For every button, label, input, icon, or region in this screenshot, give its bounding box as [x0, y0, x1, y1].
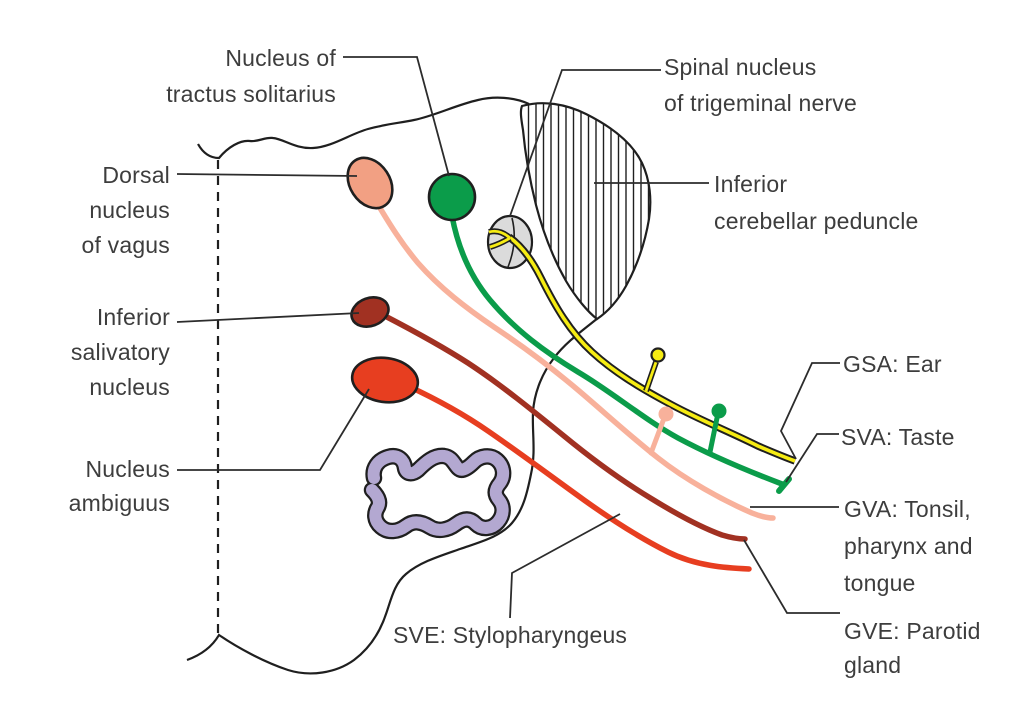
- gsa-nerve-line: [507, 235, 796, 463]
- label-line: GVA: Tonsil,: [844, 496, 971, 522]
- label-spinal-nucleus-trigeminal: Spinal nucleus of trigeminal nerve: [664, 49, 857, 121]
- spinal-nucleus-leader: [509, 69, 661, 217]
- inferior-cerebellar-peduncle-shape: [519, 102, 652, 321]
- label-sve-stylopharyngeus: SVE: Stylopharyngeus: [393, 622, 628, 648]
- sva-leader: [785, 433, 839, 483]
- label-nucleus-tractus-solitarius: Nucleus of tractus solitarius: [166, 40, 336, 112]
- label-line: of trigeminal nerve: [664, 90, 857, 116]
- sva-ganglion: [711, 403, 727, 419]
- inferior-olivary-nucleus-outline: [363, 447, 512, 540]
- label-line: of vagus: [81, 232, 170, 258]
- label-line: Inferior: [96, 304, 170, 330]
- nucleus-tractus-solitarius-leader: [343, 56, 450, 177]
- nucleus-ambiguus-shape: [350, 356, 420, 404]
- gva-ganglion: [658, 406, 674, 422]
- gva-ganglion-stem: [648, 418, 666, 456]
- gsa-ganglion-stem: [644, 361, 658, 392]
- label-sva-taste: SVA: Taste: [841, 424, 955, 450]
- label-line: Inferior: [714, 171, 788, 197]
- label-gsa-ear: GSA: Ear: [843, 351, 942, 377]
- label-inferior-cerebellar-peduncle: Inferior cerebellar peduncle: [714, 166, 919, 240]
- gsa-ganglion: [650, 347, 666, 363]
- label-line: pharynx and: [844, 533, 973, 559]
- gva-nerve-line: [371, 195, 776, 521]
- label-gve-parotid-gland: GVE: Parotid gland: [844, 614, 981, 682]
- label-line: Dorsal: [102, 162, 170, 188]
- label-line: Spinal nucleus: [664, 54, 817, 80]
- sva-ganglion-stem: [707, 415, 720, 455]
- label-inferior-salivatory-nucleus: Inferior salivatory nucleus: [71, 300, 170, 405]
- gve-leader: [743, 539, 840, 614]
- nucleus-ambiguus-leader: [177, 388, 370, 471]
- label-gva-tonsil-pharynx-tongue: GVA: Tonsil, pharynx and tongue: [844, 491, 973, 602]
- label-line: Nucleus: [85, 456, 170, 482]
- sva-nerve-line: [449, 213, 785, 487]
- label-line: tractus solitarius: [166, 81, 336, 107]
- dorsal-nucleus-leader: [176, 173, 358, 177]
- nucleus-tractus-solitarius-shape: [427, 172, 477, 222]
- gve-nerve-line: [382, 313, 748, 542]
- inferior-salivatory-nucleus-shape: [350, 296, 390, 328]
- sve-leader: [509, 513, 621, 619]
- label-line: nucleus: [89, 197, 170, 223]
- label-line: tongue: [844, 570, 916, 596]
- sve-nerve-line: [405, 383, 752, 572]
- gsa-root-branches: [488, 229, 511, 249]
- inferior-olivary-nucleus: [366, 449, 510, 537]
- label-nucleus-ambiguus: Nucleus ambiguus: [69, 452, 170, 520]
- gsa-leader: [779, 362, 840, 460]
- medulla-outline-top: [197, 96, 530, 160]
- inferior-salivatory-leader: [176, 312, 360, 323]
- label-line: ambiguus: [68, 490, 170, 516]
- label-line: GVE: Parotid: [844, 618, 981, 644]
- label-line: cerebellar peduncle: [714, 208, 919, 234]
- label-line: salivatory: [70, 339, 170, 365]
- label-line: Nucleus of: [225, 45, 336, 71]
- dorsal-nucleus-of-vagus-shape: [346, 156, 394, 210]
- label-dorsal-nucleus-of-vagus: Dorsal nucleus of vagus: [81, 158, 170, 263]
- label-line: gland: [844, 652, 902, 678]
- label-line: nucleus: [89, 374, 170, 400]
